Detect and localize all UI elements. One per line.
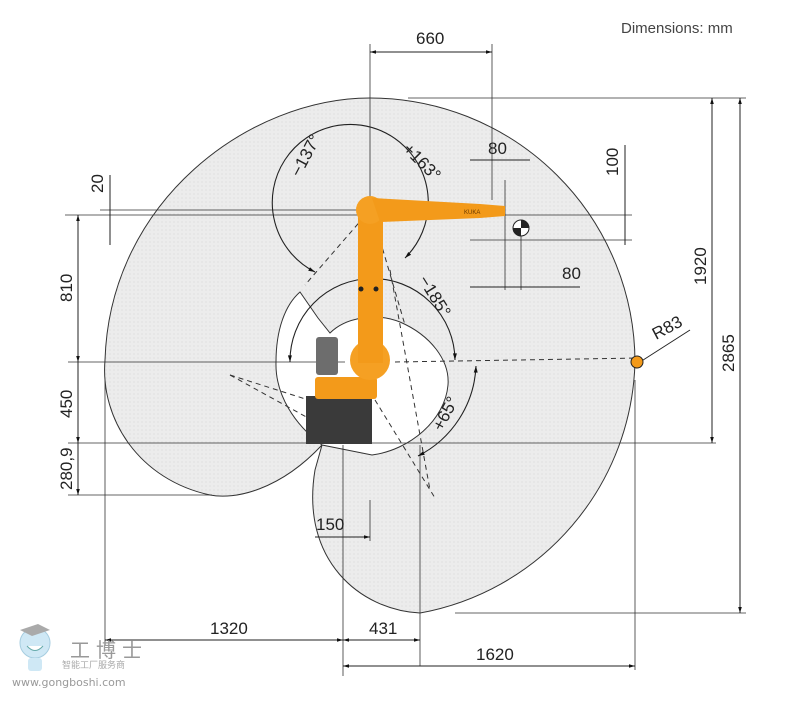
watermark-name: 工博士	[70, 638, 148, 662]
dim-280-label: 280,9	[57, 447, 76, 490]
limit-dash	[304, 209, 371, 286]
dim-1920-label: 1920	[691, 247, 710, 285]
watermark: 工博士 智能工厂服务商 www.gongboshi.com	[10, 618, 160, 698]
robot-base	[306, 396, 372, 444]
limit-dash	[389, 269, 431, 491]
dim-2865-label: 2865	[719, 334, 738, 372]
units-note: Dimensions: mm	[621, 20, 733, 37]
kuka-robot: KUKA	[306, 196, 505, 444]
dim-1320-label: 1320	[210, 619, 248, 638]
dim-80-top-label: 80	[488, 139, 507, 158]
dim-80-right-label: 80	[562, 264, 581, 283]
dim-660-label: 660	[416, 29, 444, 48]
dim-1620-label: 1620	[476, 645, 514, 664]
watermark-url: www.gongboshi.com	[12, 676, 126, 689]
watermark-tagline: 智能工厂服务商	[62, 661, 126, 671]
robot-upper-arm	[372, 198, 505, 222]
dim-431-label: 431	[369, 619, 397, 638]
tcp-symbol	[512, 219, 530, 237]
dim-20-label: 20	[88, 174, 107, 193]
mascot-logo-icon	[19, 624, 51, 671]
robot-motor	[316, 337, 338, 375]
limit-dash	[229, 374, 331, 431]
dim-450-label: 450	[57, 390, 76, 418]
limit-dash	[379, 239, 406, 326]
robot-turntable	[315, 377, 377, 399]
limit-dash	[374, 399, 436, 499]
dim-150-label: 150	[316, 515, 344, 534]
limit-dash	[229, 374, 341, 411]
axis2-pos-arc	[417, 365, 478, 457]
radius-leader	[639, 329, 691, 363]
flange-circle	[630, 355, 644, 369]
robot-brand: KUKA	[464, 210, 480, 216]
dim-100-label: 100	[603, 148, 622, 176]
dim-810-label: 810	[57, 274, 76, 302]
radius-label: R83	[649, 312, 685, 343]
